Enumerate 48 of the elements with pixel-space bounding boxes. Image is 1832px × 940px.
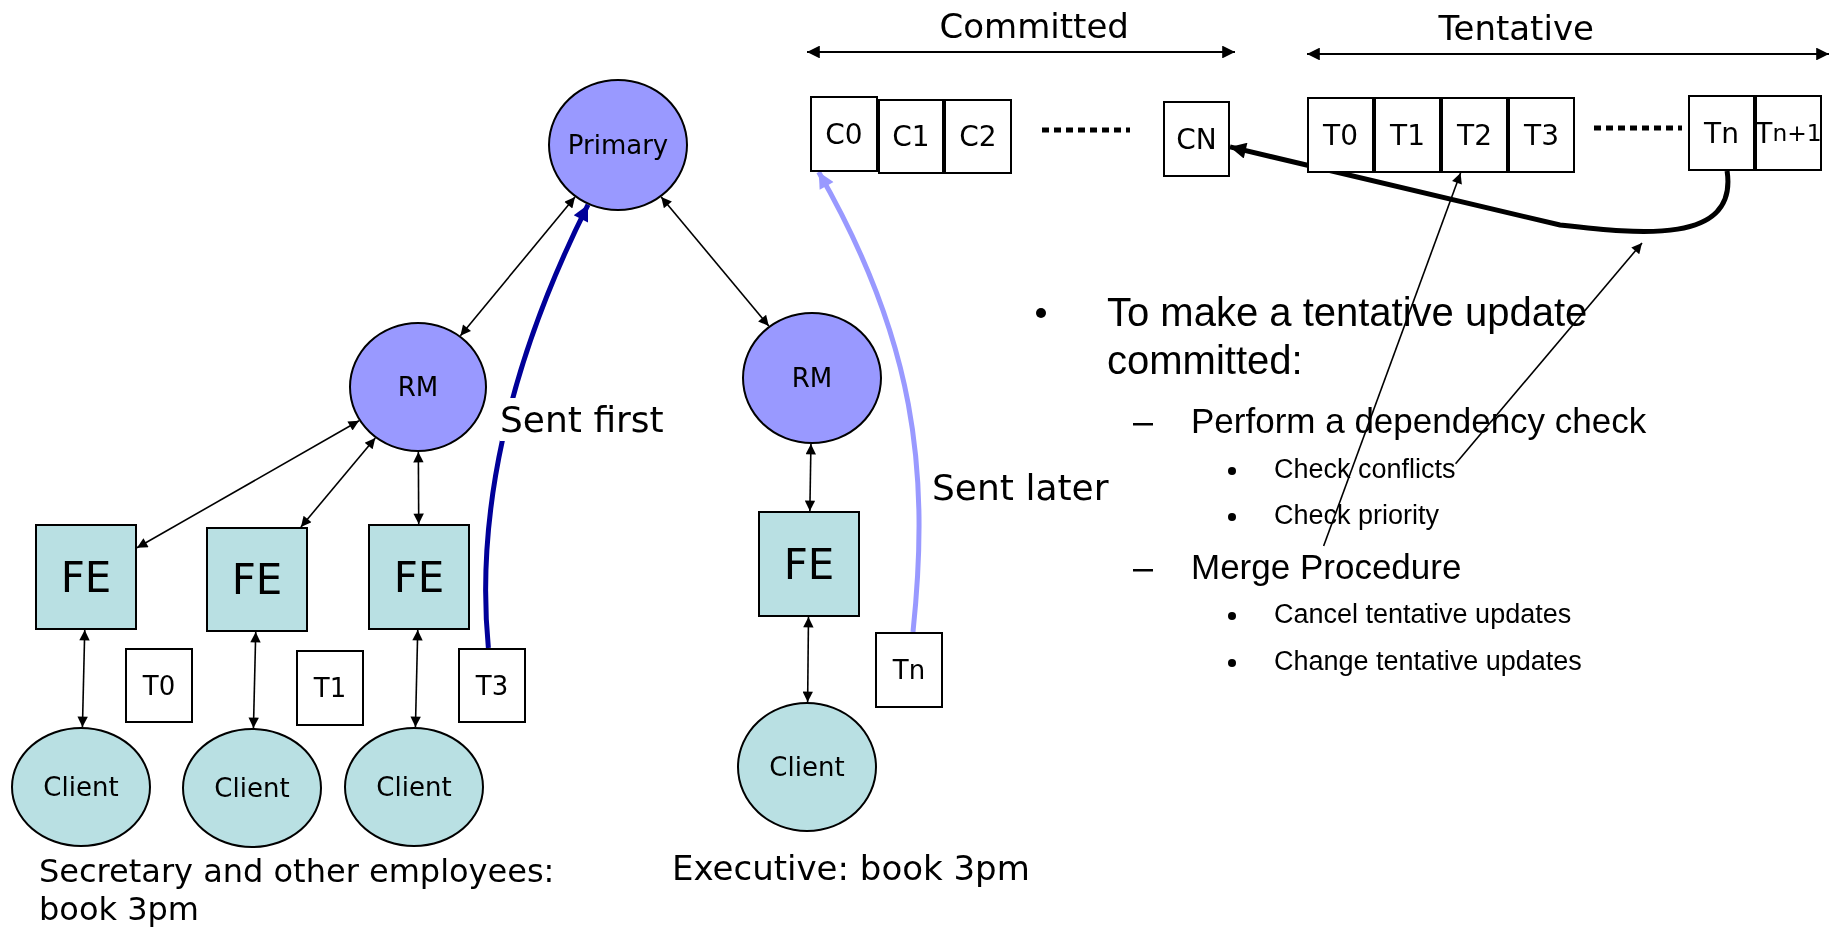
log-cell: T3 [1508,97,1575,173]
client-circle: Client [737,702,877,832]
connector-arrow [136,419,360,549]
replica-circle: RM [349,322,487,452]
update-box: T1 [296,650,364,726]
leader-arrow [1322,172,1462,547]
log-cell: C1 [878,99,944,174]
connector-arrow [483,203,591,649]
log-cell: C2 [944,99,1012,174]
replica-circle: Primary [548,79,688,211]
connector-arrow [410,629,423,728]
client-circle: Client [11,727,151,847]
client-circle: Client [182,728,322,848]
front-end-box: FE [368,524,470,630]
list-item-text: Merge Procedure [1191,546,1462,588]
log-cell: T0 [1307,97,1374,173]
log-cell: CN [1163,101,1230,177]
list-item-text: Check conflicts [1274,453,1456,486]
update-box: T0 [125,648,193,723]
section-heading: Tentative [1438,8,1594,49]
log-cell: Tn [1688,95,1755,171]
front-end-box: FE [35,524,137,630]
client-circle: Client [344,727,484,847]
log-cell: C0 [810,96,878,172]
connector-arrow [1229,142,1731,234]
connector-arrow [660,196,770,327]
connector-arrow [804,443,816,512]
bullet-text: Cancel tentative updates [1274,598,1572,631]
connector-arrow [300,437,377,528]
connector-arrow [248,631,261,729]
section-heading: Committed [939,6,1129,47]
update-box: Tn [875,632,943,708]
connector-arrow [816,170,922,633]
replica-circle: RM [742,312,882,444]
update-box: T3 [458,648,526,723]
edge-label: Sent first [500,398,664,442]
connector-arrow [77,629,90,728]
connector-arrow [413,451,424,525]
connector-arrow [802,616,814,703]
log-cell: T1 [1374,97,1441,173]
log-cell: T2 [1441,97,1508,173]
front-end-box: FE [206,527,308,632]
front-end-box: FE [758,511,860,617]
bullet-text: Change tentative updates [1274,645,1582,678]
node-label: Executive: book 3pm [672,848,1030,889]
connector-arrow [459,196,576,337]
leader-arrow [1454,242,1643,465]
caption: Secretary and other employees: book 3pm [39,852,556,929]
